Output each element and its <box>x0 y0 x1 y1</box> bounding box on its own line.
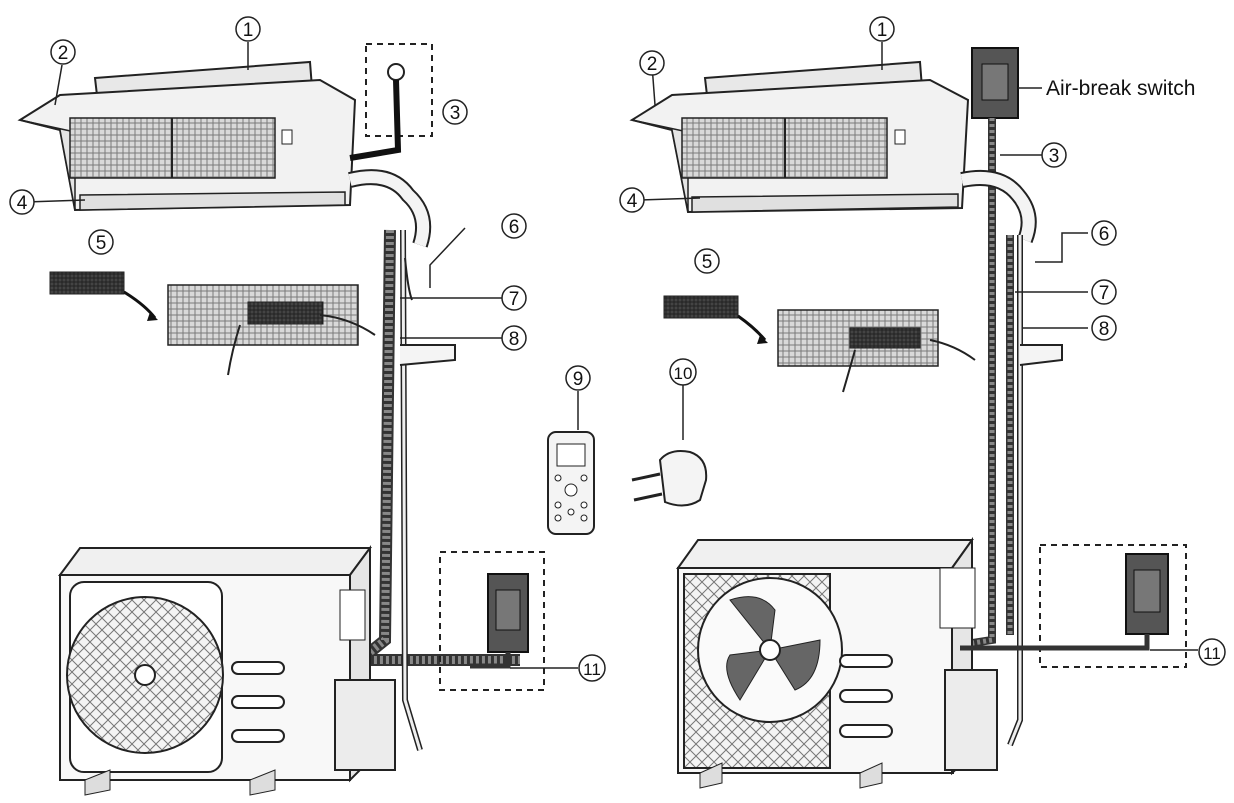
callout-left-2: 2 <box>50 39 76 65</box>
callout-left-6: 6 <box>501 213 527 239</box>
svg-text:10: 10 <box>674 364 693 383</box>
right-system <box>629 47 1187 789</box>
callout-right-5: 5 <box>694 248 720 274</box>
right-outdoor-unit <box>676 536 998 789</box>
right-switch-box <box>960 544 1187 668</box>
air-break-switch-label: Air-break switch <box>1046 77 1195 100</box>
right-piping <box>959 118 1063 747</box>
callout-right-10: 10 <box>669 358 697 386</box>
left-indoor-unit <box>17 60 357 212</box>
svg-text:8: 8 <box>509 329 520 350</box>
callout-right-6: 6 <box>1091 220 1117 246</box>
callout-right-7: 7 <box>1091 279 1117 305</box>
callout-left-4: 4 <box>9 189 35 215</box>
left-outdoor-unit <box>58 544 396 796</box>
callout-right-3: 3 <box>1000 142 1067 168</box>
callout-right-1: 1 <box>869 16 895 42</box>
callout-right-2: 2 <box>639 50 665 76</box>
svg-text:7: 7 <box>1099 283 1110 304</box>
svg-text:11: 11 <box>1203 644 1221 663</box>
right-filter-accessory <box>663 295 976 393</box>
left-power-plug <box>349 43 433 161</box>
svg-text:11: 11 <box>583 660 601 679</box>
callout-left-7: 7 <box>501 285 527 311</box>
svg-text:3: 3 <box>450 103 461 124</box>
svg-text:5: 5 <box>96 233 107 254</box>
air-break-switch <box>971 47 1019 119</box>
callout-left-11: 11 <box>578 654 606 682</box>
svg-text:6: 6 <box>509 217 520 238</box>
callout-left-1: 1 <box>235 16 261 42</box>
svg-text:7: 7 <box>509 289 520 310</box>
callout-left-5: 5 <box>88 229 114 255</box>
right-indoor-unit <box>629 60 970 214</box>
left-system <box>17 43 595 796</box>
left-remote-control <box>547 431 595 535</box>
svg-text:5: 5 <box>702 252 713 273</box>
svg-text:1: 1 <box>243 20 254 41</box>
svg-text:6: 6 <box>1099 224 1110 245</box>
callout-right-11: 11 <box>1198 638 1226 666</box>
svg-text:4: 4 <box>627 191 638 212</box>
remote-holder <box>631 450 708 507</box>
svg-text:9: 9 <box>573 369 584 390</box>
callout-right-8: 8 <box>1091 315 1117 341</box>
svg-text:2: 2 <box>58 43 69 64</box>
svg-text:3: 3 <box>1049 146 1060 167</box>
left-filter-accessory <box>49 271 376 376</box>
svg-text:1: 1 <box>877 20 888 41</box>
callout-left-9: 9 <box>565 365 591 391</box>
svg-text:8: 8 <box>1099 319 1110 340</box>
svg-text:4: 4 <box>17 193 28 214</box>
callout-right-4: 4 <box>619 187 645 213</box>
left-switch-box <box>439 551 545 691</box>
svg-text:2: 2 <box>647 54 658 75</box>
callout-left-8: 8 <box>501 325 527 351</box>
callout-left-3: 3 <box>442 99 468 125</box>
